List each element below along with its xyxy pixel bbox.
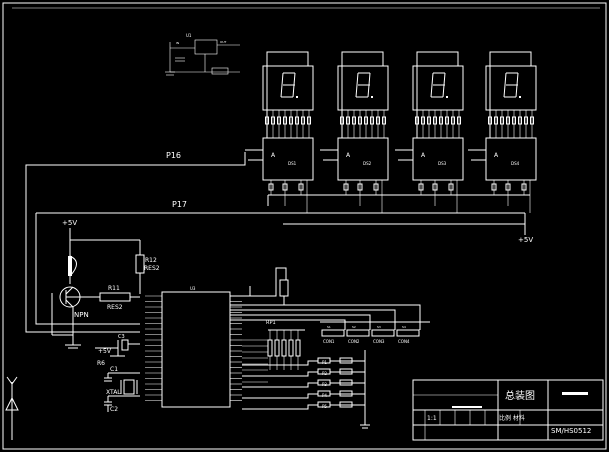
title-block-drawing-no: SM/HS0512 (551, 427, 591, 435)
display-module-d1: A DS1 (245, 51, 314, 213)
display-modules: A DS1 A DS2 A DS3 A DS4 (245, 51, 537, 213)
push-button-s2: CON2 S2 (346, 325, 370, 344)
c1-label: C1 (110, 366, 118, 373)
display-module-d3: A DS3 (395, 51, 464, 213)
reset-vcc-label: +5V (98, 348, 112, 355)
crystal-circuit: XTAL C1 C2 (104, 366, 140, 413)
display-ref: DS2 (363, 161, 372, 166)
buzzer-driver: +5V R12 RES2 NPN R11 RES2 (51, 219, 160, 349)
net-p17-label: P17 (172, 200, 187, 209)
display-ref: DS1 (288, 161, 297, 166)
seven-segment-display (337, 65, 389, 111)
push-button-s3: CON3 S3 (371, 325, 395, 344)
button-label: CON2 (348, 339, 360, 344)
seven-segment-display (412, 65, 464, 111)
button-ref: S1 (327, 325, 331, 329)
push-button-s4: CON4 S4 (396, 325, 420, 344)
r11-ref: R11 (108, 285, 120, 292)
voltage-regulator: U1 IN OUT (165, 33, 240, 76)
display-module-d4: A DS4 (468, 51, 537, 213)
title-block-scale: 1:1 (427, 415, 437, 422)
regulator-out-label: OUT (220, 40, 227, 44)
r11-val: RES2 (107, 304, 123, 311)
regulator-in-label: IN (176, 41, 179, 45)
mcu-pullup (230, 267, 289, 305)
coordinate-marker (5, 376, 19, 440)
input-label: P3 (322, 382, 327, 387)
vcc-right-label: +5V (518, 236, 533, 244)
input-p2: P2 (242, 368, 365, 377)
vcc-left-label: +5V (62, 219, 77, 227)
display-common-label: A (271, 152, 276, 159)
button-ref: S2 (352, 325, 356, 329)
title-block-material: 比例 材料 (499, 414, 525, 422)
xtal-label: XTAL (106, 389, 121, 396)
c2-label: C2 (110, 406, 118, 413)
title-block-title: 总装图 (505, 389, 535, 402)
reset-circuit: +5V R6 C3 (95, 334, 140, 367)
microcontroller: U3 (161, 286, 231, 408)
button-label: CON3 (373, 339, 385, 344)
button-ref: S3 (377, 325, 381, 329)
display-driver (412, 137, 464, 181)
regulator-ref: U1 (186, 33, 192, 38)
mcu-ref: U3 (190, 286, 196, 291)
display-common-label: A (421, 152, 426, 159)
input-p4: P4 (242, 390, 365, 399)
input-p5: P5 (242, 401, 365, 410)
c3-ref: C3 (118, 334, 125, 340)
display-driver (337, 137, 389, 181)
button-ref: S4 (402, 325, 406, 329)
display-driver (262, 137, 314, 181)
r12-ref: R12 (145, 257, 157, 264)
seven-segment-display (262, 65, 314, 111)
display-bus (36, 194, 530, 235)
net-p17: P17 (35, 200, 187, 325)
input-p1: P1 (242, 357, 365, 366)
npn-label: NPN (74, 311, 89, 319)
display-common-label: A (346, 152, 351, 159)
resistor-pack: RP1 (266, 320, 305, 370)
title-block: 总装图 1:1 比例 材料 SM/HS0512 (412, 379, 604, 441)
seven-segment-display (485, 65, 537, 111)
r6-ref: R6 (97, 360, 105, 367)
r12-val: RES2 (144, 265, 160, 272)
display-driver (485, 137, 537, 181)
input-label: P2 (322, 371, 327, 376)
mcu-pins (145, 295, 268, 401)
button-label: CON4 (398, 339, 410, 344)
input-label: P4 (322, 393, 327, 398)
display-ref: DS3 (438, 161, 447, 166)
net-p16-label: P16 (166, 151, 181, 160)
display-module-d2: A DS2 (320, 51, 389, 213)
resistor-pack-ref: RP1 (266, 320, 276, 326)
input-label: P5 (322, 404, 327, 409)
button-label: CON1 (323, 339, 335, 344)
push-button-s1: CON1 S1 (321, 325, 345, 344)
net-p16: P16 (25, 151, 246, 333)
input-label: P1 (322, 360, 327, 365)
display-common-label: A (494, 152, 499, 159)
display-ref: DS4 (511, 161, 520, 166)
input-p3: P3 (242, 379, 365, 388)
